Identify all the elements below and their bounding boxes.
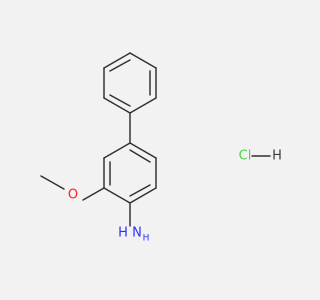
bond-phenyl-inner-3 <box>109 94 131 107</box>
bond-aniline-1 <box>103 142 131 159</box>
bond-phenyl-4 <box>129 97 157 114</box>
bond-phenyl-5 <box>103 97 131 114</box>
salt-hydrogen-label: H <box>272 149 282 164</box>
amine-n-label: N <box>132 226 142 241</box>
bond-phenyl-inner-1 <box>109 59 131 72</box>
bond-aniline-inner-3 <box>129 184 151 197</box>
bond-aniline-5 <box>103 187 131 204</box>
bond-ring-to-oxygen <box>82 187 105 201</box>
molecule-drawing: O H N H Cl H <box>40 52 282 244</box>
bond-aniline-2 <box>129 142 157 159</box>
molecule-canvas: O H N H Cl H <box>40 52 282 244</box>
bond-phenyl-2 <box>129 52 157 69</box>
bond-aniline-4 <box>129 187 157 204</box>
amine-h-label: H <box>118 226 128 241</box>
amine-h2-label: H <box>143 234 150 244</box>
bond-phenyl-1 <box>103 52 131 69</box>
bond-oxygen-to-methyl <box>40 175 65 190</box>
oxygen-label: O <box>68 188 78 203</box>
chlorine-label: Cl <box>239 149 252 164</box>
bond-aniline-inner-2 <box>129 149 151 163</box>
